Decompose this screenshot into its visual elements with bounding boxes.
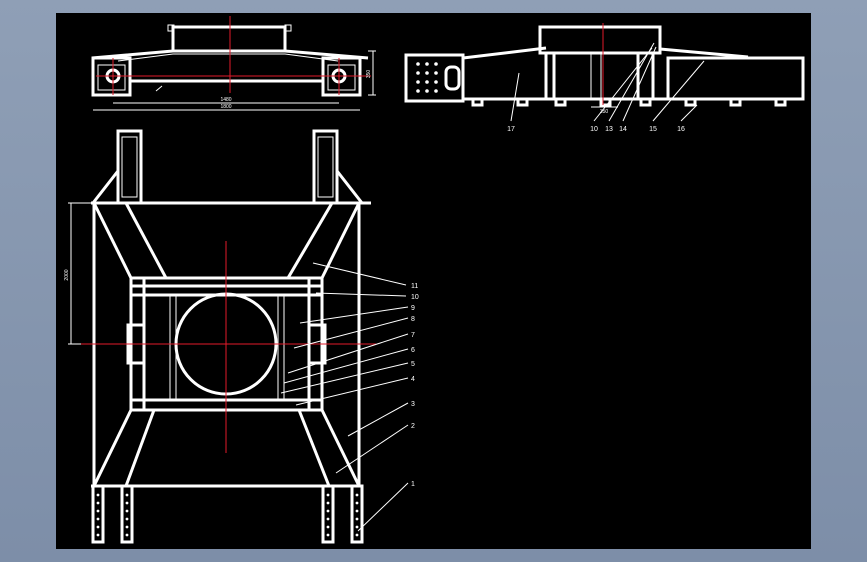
front-view-left-lower-strut (92, 409, 133, 487)
front-view: 2000 11 10 9 8 7 6 5 4 3 2 1 (64, 129, 419, 544)
front-view-right-column-inner (317, 136, 334, 198)
callout-10: 10 (411, 294, 419, 301)
side-view-end-plate (404, 53, 465, 103)
front-view-right-upper-strut (320, 202, 361, 279)
callout-4: 4 (411, 376, 415, 383)
dim-top-height: 350 (366, 70, 372, 79)
side-view-bolt-pattern (416, 62, 438, 93)
side-view-slot (444, 65, 461, 91)
dim-top-overall: 1800 (220, 104, 231, 110)
callout-8: 8 (411, 316, 415, 323)
front-view-left-column (116, 129, 143, 205)
side-view-upper-flange-right (659, 47, 749, 59)
front-view-leaders (280, 262, 409, 532)
callout-6: 6 (411, 347, 415, 354)
top-view-bolt-right (284, 24, 292, 32)
callout-15: 15 (649, 126, 657, 133)
front-view-left-upper-strut (92, 202, 133, 279)
top-view: 350 1480 1800 (91, 16, 376, 111)
side-view-right-beam (666, 56, 805, 101)
top-view-right-box-inner (327, 64, 356, 91)
callout-13: 13 (605, 126, 613, 133)
front-view-foot-bolt-holes (96, 493, 359, 537)
callout-11: 11 (411, 283, 418, 290)
cad-drawing-canvas[interactable]: 350 1480 1800 (56, 13, 811, 549)
top-view-inner-slope (117, 53, 339, 62)
callout-7: 7 (411, 332, 415, 339)
callout-5: 5 (411, 361, 415, 368)
callout-1: 1 (411, 481, 415, 488)
front-view-left-upper-brace (124, 202, 168, 279)
leader-line (155, 85, 163, 92)
top-view-center-block (171, 25, 287, 53)
callout-16: 16 (677, 126, 685, 133)
cad-drawing: 350 1480 1800 (64, 16, 805, 544)
front-view-right-gusset (335, 166, 364, 204)
front-view-left-gusset (91, 166, 120, 204)
front-view-feet (91, 484, 364, 544)
side-view: 350 17 10 13 14 15 16 (404, 23, 805, 133)
dim-top-inner: 1480 (220, 97, 231, 103)
callout-10: 10 (590, 126, 598, 133)
callout-9: 9 (411, 305, 415, 312)
front-view-right-upper-brace (286, 202, 334, 279)
callout-17: 17 (507, 126, 515, 133)
callout-14: 14 (619, 126, 627, 133)
callout-3: 3 (411, 401, 415, 408)
side-view-bearings (471, 97, 787, 107)
side-view-center-block (538, 25, 662, 55)
callout-2: 2 (411, 423, 415, 430)
front-view-right-lower-brace (297, 409, 331, 487)
top-view-upper-slope (91, 49, 369, 60)
front-view-right-lower-strut (320, 409, 361, 487)
front-view-right-column (312, 129, 339, 205)
side-view-upper-flange-left (462, 46, 547, 60)
front-view-left-column-inner (121, 136, 138, 198)
front-view-left-lower-brace (124, 409, 156, 487)
top-view-bolt-left (167, 24, 175, 32)
top-view-left-box-inner (97, 64, 126, 91)
dim-side-spacing: 350 (600, 109, 609, 115)
side-view-leaders (510, 42, 705, 122)
dim-front-height: 2000 (64, 269, 70, 280)
